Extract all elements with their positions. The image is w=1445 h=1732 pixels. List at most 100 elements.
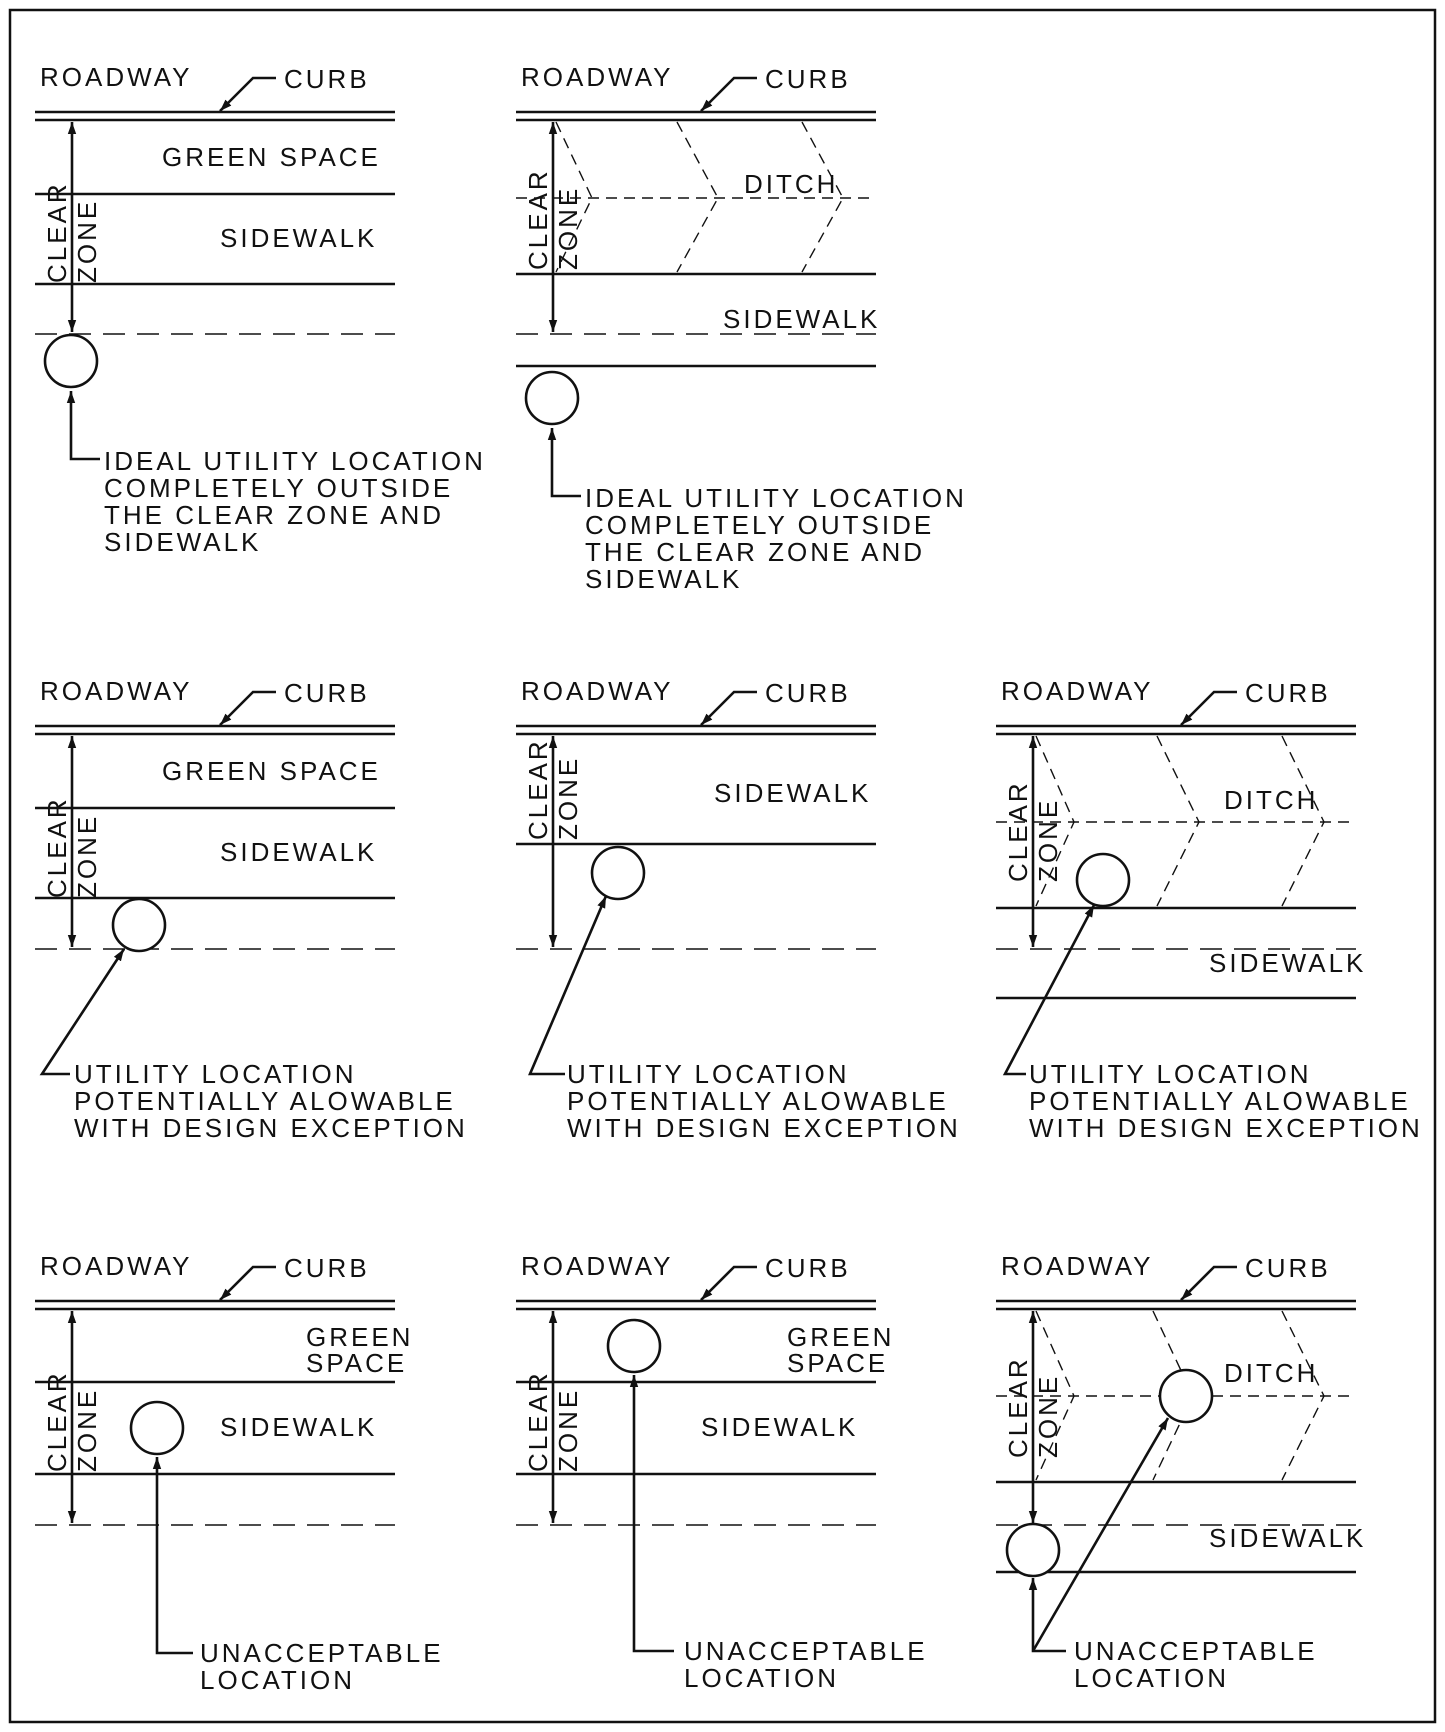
note-leader xyxy=(1031,1417,1170,1652)
clear-label: CLEAR xyxy=(42,796,72,898)
note-line: COMPLETELY OUTSIDE xyxy=(585,510,934,540)
ditch-label: DITCH xyxy=(744,169,838,199)
panel-unacceptable-ditch: ROADWAY CURB DITCH SIDEWALK CLEAR ZONE U… xyxy=(996,1251,1363,1693)
note-line: THE CLEAR ZONE AND xyxy=(585,537,925,567)
zone-label: ZONE xyxy=(553,756,583,840)
ditch-slope xyxy=(1281,735,1325,907)
note-line: WITH DESIGN EXCEPTION xyxy=(1029,1113,1423,1143)
sidewalk-label: SIDEWALK xyxy=(714,778,871,808)
space-label: SPACE xyxy=(306,1348,407,1378)
clear-label: CLEAR xyxy=(1003,780,1033,882)
ditch-slope xyxy=(801,121,844,273)
roadway-label: ROADWAY xyxy=(521,62,673,92)
green-label: GREEN xyxy=(787,1322,894,1352)
curb-leader xyxy=(1180,690,1237,726)
roadway-label: ROADWAY xyxy=(40,676,192,706)
green-space-label: GREEN SPACE xyxy=(162,756,381,786)
sidewalk-label: SIDEWALK xyxy=(220,223,377,253)
clear-label: CLEAR xyxy=(1003,1356,1033,1458)
sidewalk-label: SIDEWALK xyxy=(220,837,377,867)
note-leader xyxy=(547,428,581,498)
unacceptable-location-note: UNACCEPTABLE LOCATION xyxy=(200,1638,444,1695)
clear-label: CLEAR xyxy=(42,1370,72,1472)
potential-location-note: UTILITY LOCATION POTENTIALLY ALOWABLE WI… xyxy=(74,1059,468,1143)
note-line: LOCATION xyxy=(684,1663,839,1693)
utility-pipe xyxy=(606,1318,662,1374)
utility-pipe xyxy=(590,845,646,901)
panel-potential-sidewalk: ROADWAY CURB SIDEWALK CLEAR ZONE UTILITY… xyxy=(516,676,958,1143)
roadway-label: ROADWAY xyxy=(40,1251,192,1281)
space-label: SPACE xyxy=(787,1348,888,1378)
zone-label: ZONE xyxy=(1033,1374,1063,1458)
zone-label: ZONE xyxy=(1033,798,1063,882)
utility-pipe xyxy=(43,333,99,389)
drawing-border xyxy=(8,8,1437,1724)
ideal-location-note: IDEAL UTILITY LOCATION COMPLETELY OUTSID… xyxy=(104,446,486,557)
ditch-slope xyxy=(676,121,719,273)
note-line: COMPLETELY OUTSIDE xyxy=(104,473,453,503)
note-line: UNACCEPTABLE xyxy=(200,1638,444,1668)
unacceptable-location-note: UNACCEPTABLE LOCATION xyxy=(684,1636,925,1693)
roadway-label: ROADWAY xyxy=(40,62,192,92)
note-line: LOCATION xyxy=(1074,1663,1229,1693)
note-leader xyxy=(152,1457,193,1655)
zone-label: ZONE xyxy=(553,186,583,270)
note-leader xyxy=(528,895,608,1076)
zone-label: ZONE xyxy=(72,814,102,898)
ditch-slope xyxy=(1035,735,1075,907)
panel-potential-green-space: ROADWAY CURB GREEN SPACE SIDEWALK CLEAR … xyxy=(35,676,468,1143)
clear-label: CLEAR xyxy=(523,738,553,840)
curb-leader xyxy=(700,690,757,726)
note-line: UTILITY LOCATION xyxy=(74,1059,357,1089)
roadway-label: ROADWAY xyxy=(1001,676,1153,706)
ditch-slope xyxy=(1156,735,1200,907)
note-leader xyxy=(39,948,126,1076)
ditch-label: DITCH xyxy=(1224,1358,1318,1388)
note-line: POTENTIALLY ALOWABLE xyxy=(74,1086,456,1116)
utility-pipe xyxy=(524,370,580,426)
curb-label: CURB xyxy=(1245,678,1331,708)
curb-label: CURB xyxy=(765,1253,851,1283)
roadway-label: ROADWAY xyxy=(1001,1251,1153,1281)
roadway-label: ROADWAY xyxy=(521,1251,673,1281)
note-line: SIDEWALK xyxy=(104,527,261,557)
curb-leader xyxy=(219,1265,276,1301)
curb-leader xyxy=(219,690,276,726)
panel-unacceptable-green-space: ROADWAY CURB GREEN SPACE SIDEWALK CLEAR … xyxy=(516,1251,925,1693)
note-line: UNACCEPTABLE xyxy=(1074,1636,1318,1666)
curb-leader xyxy=(1180,1265,1237,1301)
curb-label: CURB xyxy=(1245,1253,1331,1283)
note-line: SIDEWALK xyxy=(585,564,742,594)
note-line: WITH DESIGN EXCEPTION xyxy=(74,1113,468,1143)
note-line: IDEAL UTILITY LOCATION xyxy=(104,446,486,476)
panel-potential-ditch: ROADWAY CURB DITCH SIDEWALK CLEAR ZONE U… xyxy=(996,676,1423,1143)
green-space-label: GREEN SPACE xyxy=(162,142,381,172)
curb-label: CURB xyxy=(765,64,851,94)
note-line: POTENTIALLY ALOWABLE xyxy=(567,1086,949,1116)
ditch-label: DITCH xyxy=(1224,785,1318,815)
green-label: GREEN xyxy=(306,1322,413,1352)
note-leader xyxy=(1002,904,1096,1076)
note-line: THE CLEAR ZONE AND xyxy=(104,500,444,530)
curb-leader xyxy=(700,76,757,112)
curb-label: CURB xyxy=(284,64,370,94)
unacceptable-location-note: UNACCEPTABLE LOCATION xyxy=(1074,1636,1318,1693)
ideal-location-note: IDEAL UTILITY LOCATION COMPLETELY OUTSID… xyxy=(585,483,964,594)
curb-leader xyxy=(219,76,276,112)
zone-label: ZONE xyxy=(553,1388,583,1472)
curb-label: CURB xyxy=(284,1253,370,1283)
note-leader xyxy=(66,391,100,461)
note-line: UTILITY LOCATION xyxy=(1029,1059,1312,1089)
ditch-slope xyxy=(1035,1310,1075,1481)
panel-unacceptable-sidewalk: ROADWAY CURB GREEN SPACE SIDEWALK CLEAR … xyxy=(35,1251,444,1695)
panel-ideal-green-space: ROADWAY CURB GREEN SPACE SIDEWALK CLEAR … xyxy=(35,62,486,557)
potential-location-note: UTILITY LOCATION POTENTIALLY ALOWABLE WI… xyxy=(567,1059,958,1143)
utility-pipe xyxy=(111,897,167,953)
roadway-label: ROADWAY xyxy=(521,676,673,706)
potential-location-note: UTILITY LOCATION POTENTIALLY ALOWABLE WI… xyxy=(1029,1059,1423,1143)
utility-pipe xyxy=(1158,1368,1214,1424)
clear-label: CLEAR xyxy=(523,168,553,270)
panel-ideal-ditch: ROADWAY CURB DITCH SIDEWALK CLEAR ZONE I… xyxy=(516,62,964,594)
ditch-slope xyxy=(555,121,593,273)
